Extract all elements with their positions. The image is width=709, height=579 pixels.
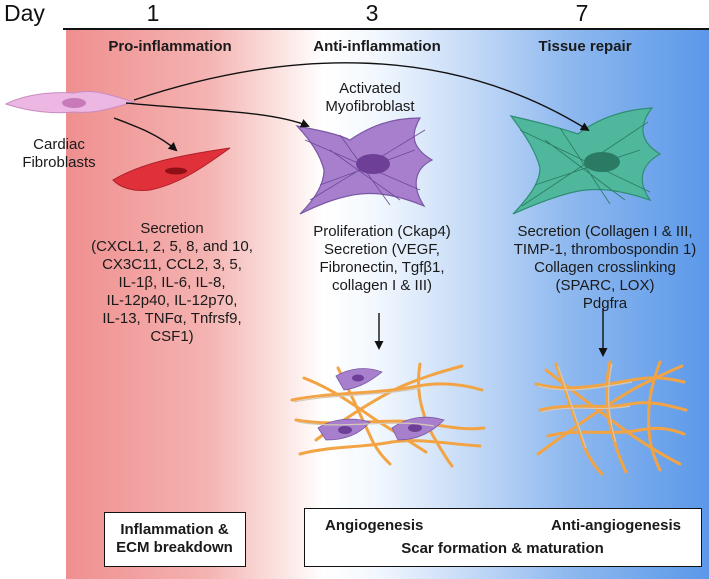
day7-secretion-text: Secretion (Collagen I & III, TIMP-1, thr…	[513, 223, 697, 312]
day1-secretion-text: Secretion (CXCL1, 2, 5, 8, and 10, CX3C1…	[91, 220, 253, 345]
collagen-network-cells	[317, 368, 445, 441]
activated-myofibroblast-cell	[295, 117, 434, 215]
activated-myofibroblast-label: Activated Myofibroblast	[325, 80, 415, 115]
dense-collagen-network	[534, 360, 688, 476]
phase-anti-inflammation-title: Anti-inflammation	[313, 38, 441, 55]
day-label: Day	[4, 0, 45, 26]
day-3-label: 3	[365, 0, 379, 26]
repair-myofibroblast-cell	[509, 107, 662, 215]
arrow-to-red-fibroblast	[113, 117, 178, 152]
scar-formation-maturation-text: Scar formation & maturation	[401, 540, 604, 557]
day-1-label: 1	[146, 0, 160, 26]
inflammation-ecm-breakdown-text: Inflammation & ECM breakdown	[116, 521, 233, 556]
timeline-axis	[63, 28, 709, 30]
collagen-crosslink-strands	[293, 363, 633, 449]
anti-angiogenesis-text: Anti-angiogenesis	[550, 517, 681, 534]
cardiac-fibroblast-cell	[4, 90, 136, 114]
angiogenesis-text: Angiogenesis	[325, 517, 424, 534]
phase-tissue-repair-title: Tissue repair	[538, 38, 632, 55]
pro-inflammatory-fibroblast-cell	[112, 147, 231, 191]
inflammation-ecm-breakdown-box: Inflammation & ECM breakdown	[104, 512, 246, 567]
day3-proliferation-secretion-text: Proliferation (Ckap4) Secretion (VEGF, F…	[313, 223, 451, 294]
arrow-to-activated-myofibroblast	[125, 102, 310, 128]
collagen-network-with-cells	[290, 362, 486, 468]
scar-formation-box: Angiogenesis Anti-angiogenesis Scar form…	[304, 508, 702, 567]
cardiac-fibroblasts-label: Cardiac Fibroblasts	[22, 136, 96, 171]
day-7-label: 7	[575, 0, 589, 26]
arrow-to-repair-myofibroblast	[133, 62, 590, 132]
phase-pro-inflammation-title: Pro-inflammation	[108, 38, 232, 55]
